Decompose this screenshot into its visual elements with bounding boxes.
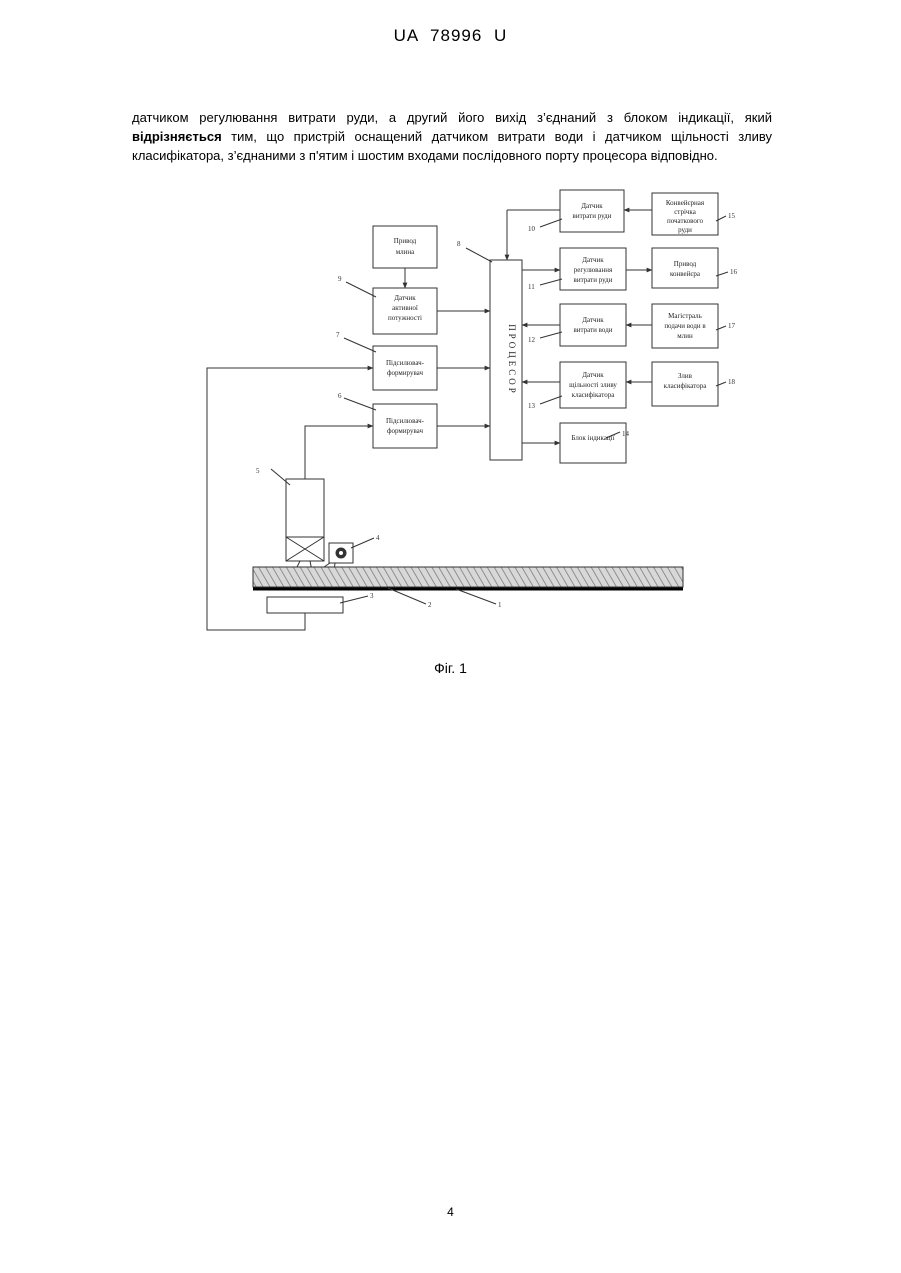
label-water-main-1: Магістраль (668, 312, 702, 320)
label-classifier-drain-2: класифікатора (664, 382, 708, 390)
label-conveyor-drive-2: конвейєра (670, 270, 701, 278)
label-ore-regulator-2: регулювання (574, 266, 613, 274)
ref-7: 7 (336, 331, 340, 339)
label-conveyor-belt-4: руди (678, 226, 692, 234)
label-conveyor-belt-2: стрічка (674, 208, 697, 216)
label-ore-flow-sensor-1: Датчик (581, 202, 603, 210)
ref-13: 13 (528, 402, 536, 410)
ref-16: 16 (730, 268, 738, 276)
pipe-2 (253, 567, 683, 587)
block-indicator (560, 423, 626, 463)
ref-9: 9 (338, 275, 342, 283)
ref-15: 15 (728, 212, 736, 220)
ref-5: 5 (256, 467, 260, 475)
block-water-flow-sensor (560, 304, 626, 346)
ref-12: 12 (528, 336, 536, 344)
label-amplifier6-1: Підсилювач- (386, 417, 425, 425)
label-amplifier7-2: формирувач (387, 369, 424, 377)
ref-1: 1 (498, 601, 502, 609)
label-power-sensor-3: потужності (388, 314, 422, 322)
label-conveyor-belt-1: Конвейєрная (666, 199, 705, 207)
block-amplifier-7 (373, 346, 437, 390)
label-mill-drive-1: Привод (394, 237, 417, 245)
label-ore-flow-sensor-2: витрати руди (573, 212, 612, 220)
ref-18: 18 (728, 378, 736, 386)
ref-11: 11 (528, 283, 535, 291)
ref-3: 3 (370, 592, 374, 600)
block-ore-flow-sensor (560, 190, 624, 232)
label-amplifier7-1: Підсилювач- (386, 359, 425, 367)
label-amplifier6-2: формирувач (387, 427, 424, 435)
label-power-sensor-1: Датчик (394, 294, 416, 302)
label-indicator: Блок індикації (571, 434, 614, 442)
label-power-sensor-2: активної (392, 304, 418, 312)
ref-6: 6 (338, 392, 342, 400)
label-ore-regulator-3: витрати руди (574, 276, 613, 284)
ref-4: 4 (376, 534, 380, 542)
block-conveyor-drive (652, 248, 718, 288)
label-classifier-drain-1: Злив (678, 372, 693, 380)
label-conveyor-drive-1: Привод (674, 260, 697, 268)
page-number: 4 (0, 1205, 901, 1219)
ref-8: 8 (457, 240, 461, 248)
label-density-sensor-2: щільності зливу (569, 381, 617, 389)
label-water-main-2: подачи води в (664, 322, 706, 330)
label-water-sensor-1: Датчик (582, 316, 604, 324)
ref-17: 17 (728, 322, 736, 330)
ref-10: 10 (528, 225, 536, 233)
label-conveyor-belt-3: початкового (667, 217, 704, 225)
ref-2: 2 (428, 601, 432, 609)
block-diagram-figure: ПРОЦЕСОР Датчик витрати руди Конвейєрная… (0, 0, 901, 700)
processor-label: ПРОЦЕСОР (507, 324, 517, 396)
figure-caption: Фіг. 1 (0, 660, 901, 676)
ref-14: 14 (622, 430, 630, 438)
label-density-sensor-3: класифікатора (572, 391, 616, 399)
label-water-main-3: млин (677, 332, 693, 340)
block-3 (267, 597, 343, 613)
label-ore-regulator-1: Датчик (582, 256, 604, 264)
block-amplifier-6 (373, 404, 437, 448)
block-mill-drive (373, 226, 437, 268)
label-density-sensor-1: Датчик (582, 371, 604, 379)
label-mill-drive-2: млина (396, 248, 415, 256)
label-water-sensor-2: витрати води (573, 326, 612, 334)
